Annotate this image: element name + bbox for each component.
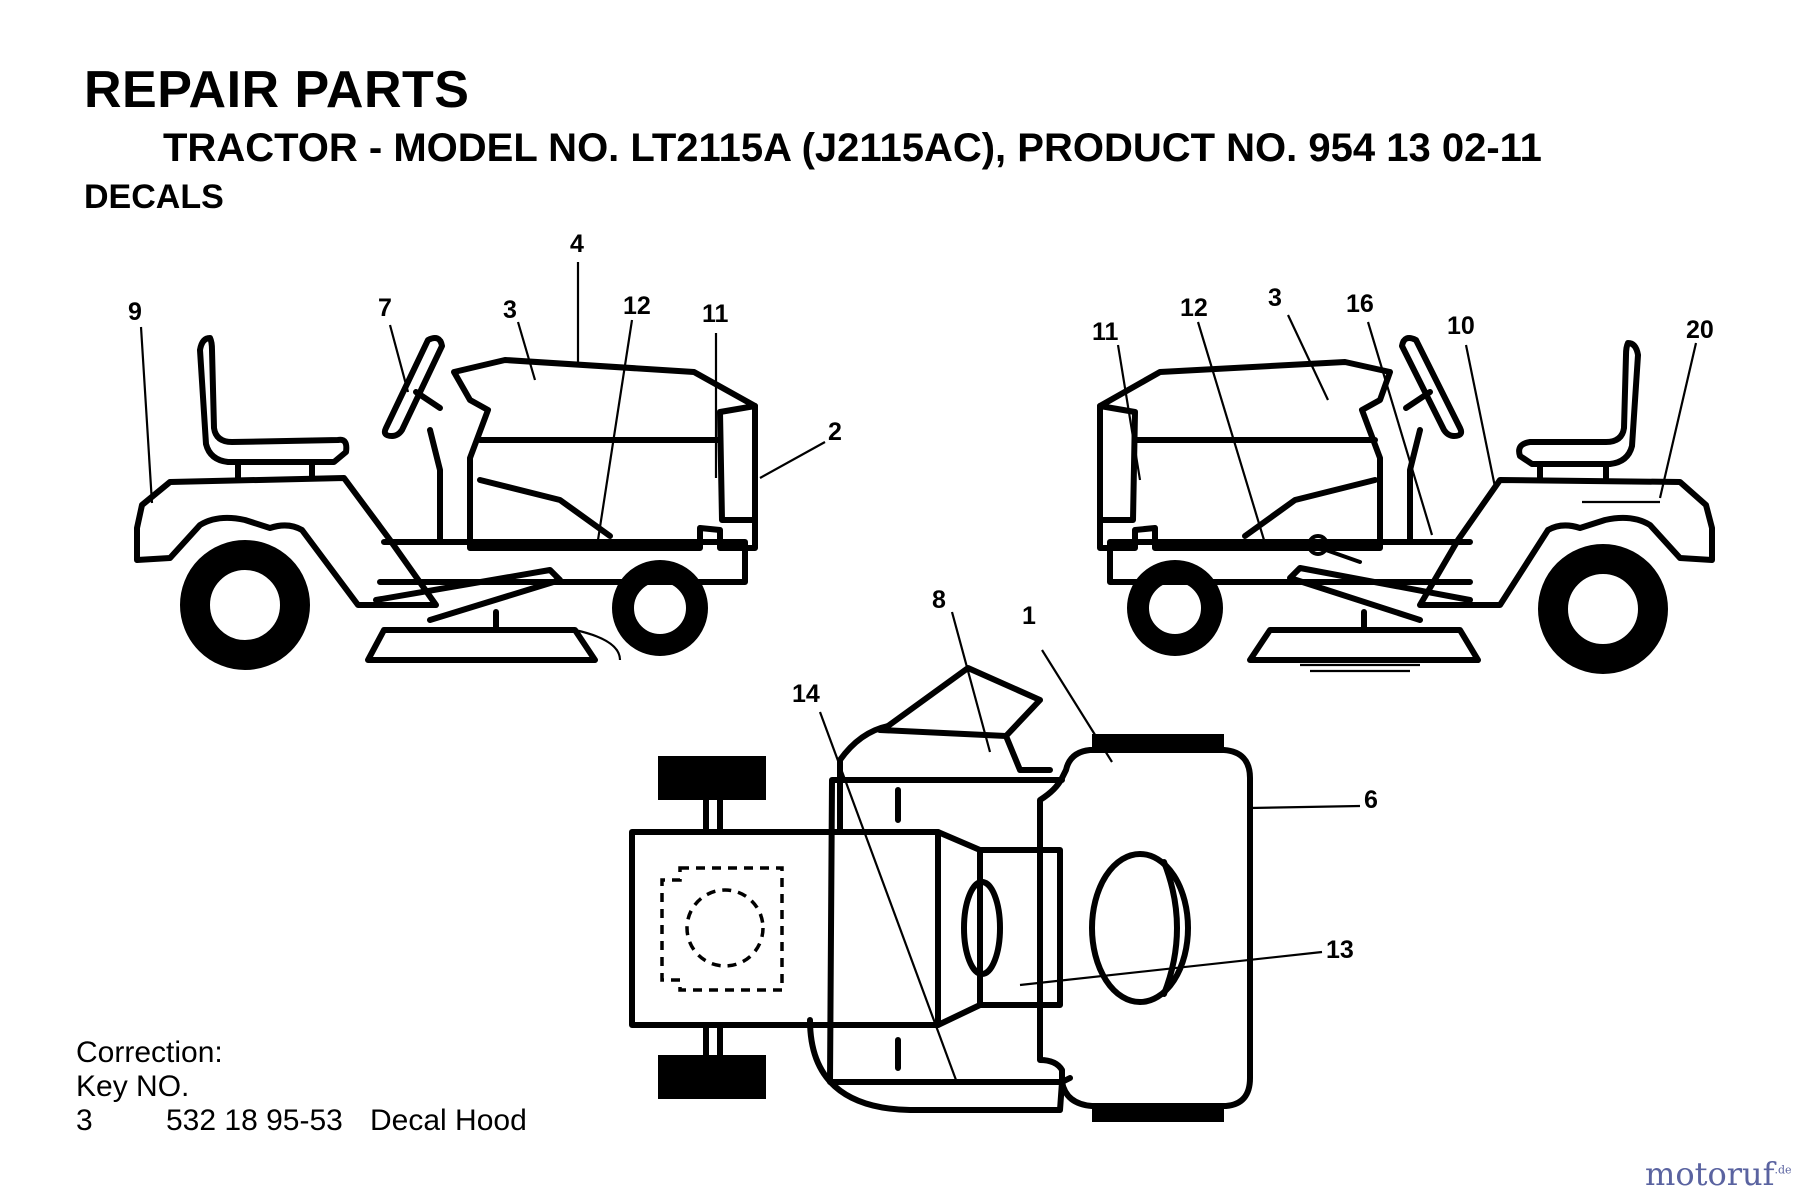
- callout-4: 4: [570, 230, 584, 258]
- footrest-top: [827, 777, 1065, 1085]
- leader-10: [1464, 344, 1497, 488]
- leader-12-right: [1196, 321, 1266, 541]
- callout-6: 6: [1364, 786, 1378, 814]
- lift-lever-right: [1324, 548, 1362, 564]
- deck-edge-right: [1300, 663, 1420, 673]
- page-title: REPAIR PARTS: [84, 61, 470, 119]
- leader-7: [388, 324, 410, 393]
- steering-column-right: [1403, 389, 1433, 411]
- discharge-chute-top: [885, 665, 1053, 773]
- callout-12-left: 12: [623, 292, 651, 320]
- console-top: [977, 847, 1063, 1008]
- front-axle-top: [703, 797, 723, 1058]
- seat-back-top: [1161, 859, 1180, 997]
- hood-top: [629, 829, 983, 1028]
- deck-top-lower: [807, 1017, 1073, 1113]
- leader-3-right: [1287, 314, 1329, 401]
- callout-3-left: 3: [503, 296, 517, 324]
- seat-post-right: [1537, 461, 1609, 483]
- grille-right: [1097, 403, 1138, 523]
- rear-body-top: [1037, 747, 1253, 1109]
- callout-1: 1: [1022, 602, 1036, 630]
- leader-16: [1366, 321, 1434, 536]
- engine-cover-dashed: [685, 888, 765, 968]
- pedal-left: [373, 567, 563, 623]
- steering-wheel-right: [1399, 335, 1465, 439]
- leader-9: [139, 326, 154, 504]
- leader-14: [818, 711, 958, 1081]
- mower-deck-left: [365, 627, 598, 663]
- correction-key: 3: [76, 1104, 93, 1137]
- leader-3-left: [516, 321, 537, 381]
- seat-right: [1516, 340, 1641, 467]
- front-wheel-left: [612, 560, 708, 656]
- leader-2: [759, 441, 826, 479]
- hood-left: [451, 357, 758, 551]
- rear-fender-right: [1417, 477, 1715, 608]
- leader-12-left: [596, 319, 634, 541]
- watermark-logo: motoruf.de: [1645, 1155, 1792, 1193]
- hood-right: [1097, 359, 1393, 551]
- tractor-top-view: 8 1 14 6 13: [629, 586, 1378, 1122]
- tractor-left-view: 9 7 3 4 12 11 2: [128, 230, 842, 670]
- hood-fold-left: [477, 477, 613, 539]
- seat-left: [197, 335, 350, 465]
- correction-key-label: Key NO.: [76, 1070, 190, 1103]
- frame-left: [377, 539, 748, 585]
- tractor-right-view: 11 12 3 16 10 20: [1092, 284, 1715, 674]
- callout-20: 20: [1686, 316, 1714, 344]
- callout-14: 14: [792, 680, 820, 708]
- dash-right: [1407, 427, 1423, 543]
- watermark-text: motoruf: [1645, 1155, 1775, 1193]
- callout-13: 13: [1326, 936, 1354, 964]
- lift-knob-right: [1307, 534, 1329, 556]
- section-title: DECALS: [84, 178, 224, 216]
- rear-wheel-left: [180, 540, 310, 670]
- correction-label: Correction:: [76, 1036, 223, 1069]
- callout-11-left: 11: [702, 300, 729, 328]
- chute-left: [574, 628, 622, 661]
- leader-6: [1249, 804, 1361, 810]
- rear-fender-left: [134, 475, 439, 608]
- deck-top-upper: [837, 723, 891, 833]
- callout-8: 8: [932, 586, 946, 614]
- steering-column-left: [413, 389, 443, 411]
- front-wheel-top-upper: [658, 756, 766, 800]
- front-wheel-top-lower: [658, 1055, 766, 1099]
- pedal-right: [1287, 565, 1473, 623]
- steering-wheel-left: [381, 335, 445, 439]
- callout-2: 2: [828, 418, 842, 446]
- dash-left: [427, 427, 443, 543]
- frame-right: [1107, 539, 1473, 585]
- watermark-tld: .de: [1774, 1163, 1792, 1177]
- callout-16: 16: [1346, 290, 1374, 318]
- front-wheel-right: [1127, 560, 1223, 656]
- model-subtitle: TRACTOR - MODEL NO. LT2115A (J2115AC), P…: [163, 126, 1542, 170]
- callout-9: 9: [128, 298, 142, 326]
- mower-deck-right: [1247, 627, 1481, 663]
- correction-description: Decal Hood: [370, 1104, 527, 1137]
- seat-post-left: [235, 459, 315, 481]
- rear-wheel-top-upper: [1092, 734, 1224, 750]
- leader-11-right: [1116, 344, 1142, 481]
- hood-fold-right: [1242, 477, 1378, 539]
- callout-12-right: 12: [1180, 294, 1208, 322]
- engine-panel-dashed: [660, 866, 784, 992]
- grille-left: [717, 403, 758, 523]
- rear-wheel-right: [1538, 544, 1668, 674]
- steering-top: [961, 879, 1003, 977]
- rear-wheel-top-lower: [1092, 1106, 1224, 1122]
- callout-7: 7: [378, 294, 392, 322]
- leader-1: [1041, 649, 1113, 763]
- chute-edge-top: [877, 723, 1009, 739]
- callout-3-right: 3: [1268, 284, 1282, 312]
- leader-8: [950, 611, 992, 753]
- leader-13: [1019, 950, 1323, 987]
- callout-11-right: 11: [1092, 318, 1119, 346]
- callout-10: 10: [1447, 312, 1475, 340]
- correction-part-no: 532 18 95-53: [166, 1104, 343, 1137]
- seat-top: [1089, 851, 1191, 1005]
- leader-20: [1658, 342, 1698, 499]
